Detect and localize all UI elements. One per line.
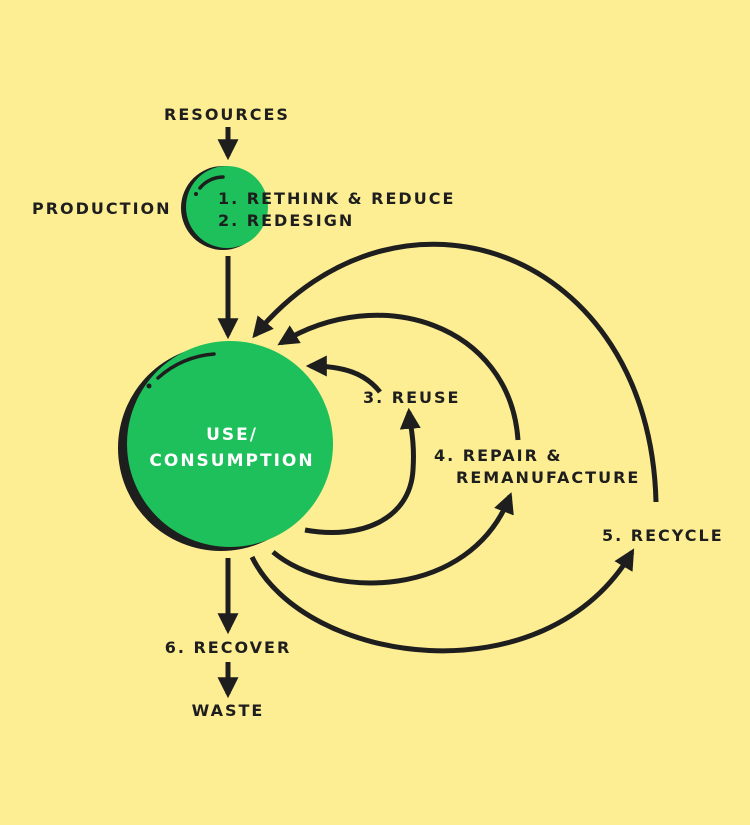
- step2-label: 2. REDESIGN: [218, 211, 354, 230]
- recycle-arrow-up: [249, 548, 635, 654]
- recycle-label: 5. RECYCLE: [602, 526, 724, 545]
- use-circle: [118, 341, 333, 551]
- repair-label-line2: REMANUFACTURE: [456, 468, 640, 487]
- reuse-arrow-up: [304, 407, 421, 535]
- production-circle: [181, 166, 268, 250]
- recycle-arrow-back: [252, 241, 659, 503]
- repair-arrow-back: [277, 312, 521, 441]
- waste-label: WASTE: [192, 701, 265, 720]
- use-label-line2: CONSUMPTION: [149, 451, 314, 471]
- recover-label: 6. RECOVER: [165, 638, 292, 657]
- repair-label-line1: 4. REPAIR &: [434, 446, 562, 465]
- reuse-arrow-back: [305, 355, 382, 394]
- repair-arrow-up: [271, 492, 514, 586]
- step1-label: 1. RETHINK & REDUCE: [218, 189, 455, 208]
- use-label-line1: USE/: [206, 425, 258, 445]
- resources-label: RESOURCES: [164, 105, 290, 124]
- production-label: PRODUCTION: [32, 199, 172, 218]
- reuse-label: 3. REUSE: [363, 388, 460, 407]
